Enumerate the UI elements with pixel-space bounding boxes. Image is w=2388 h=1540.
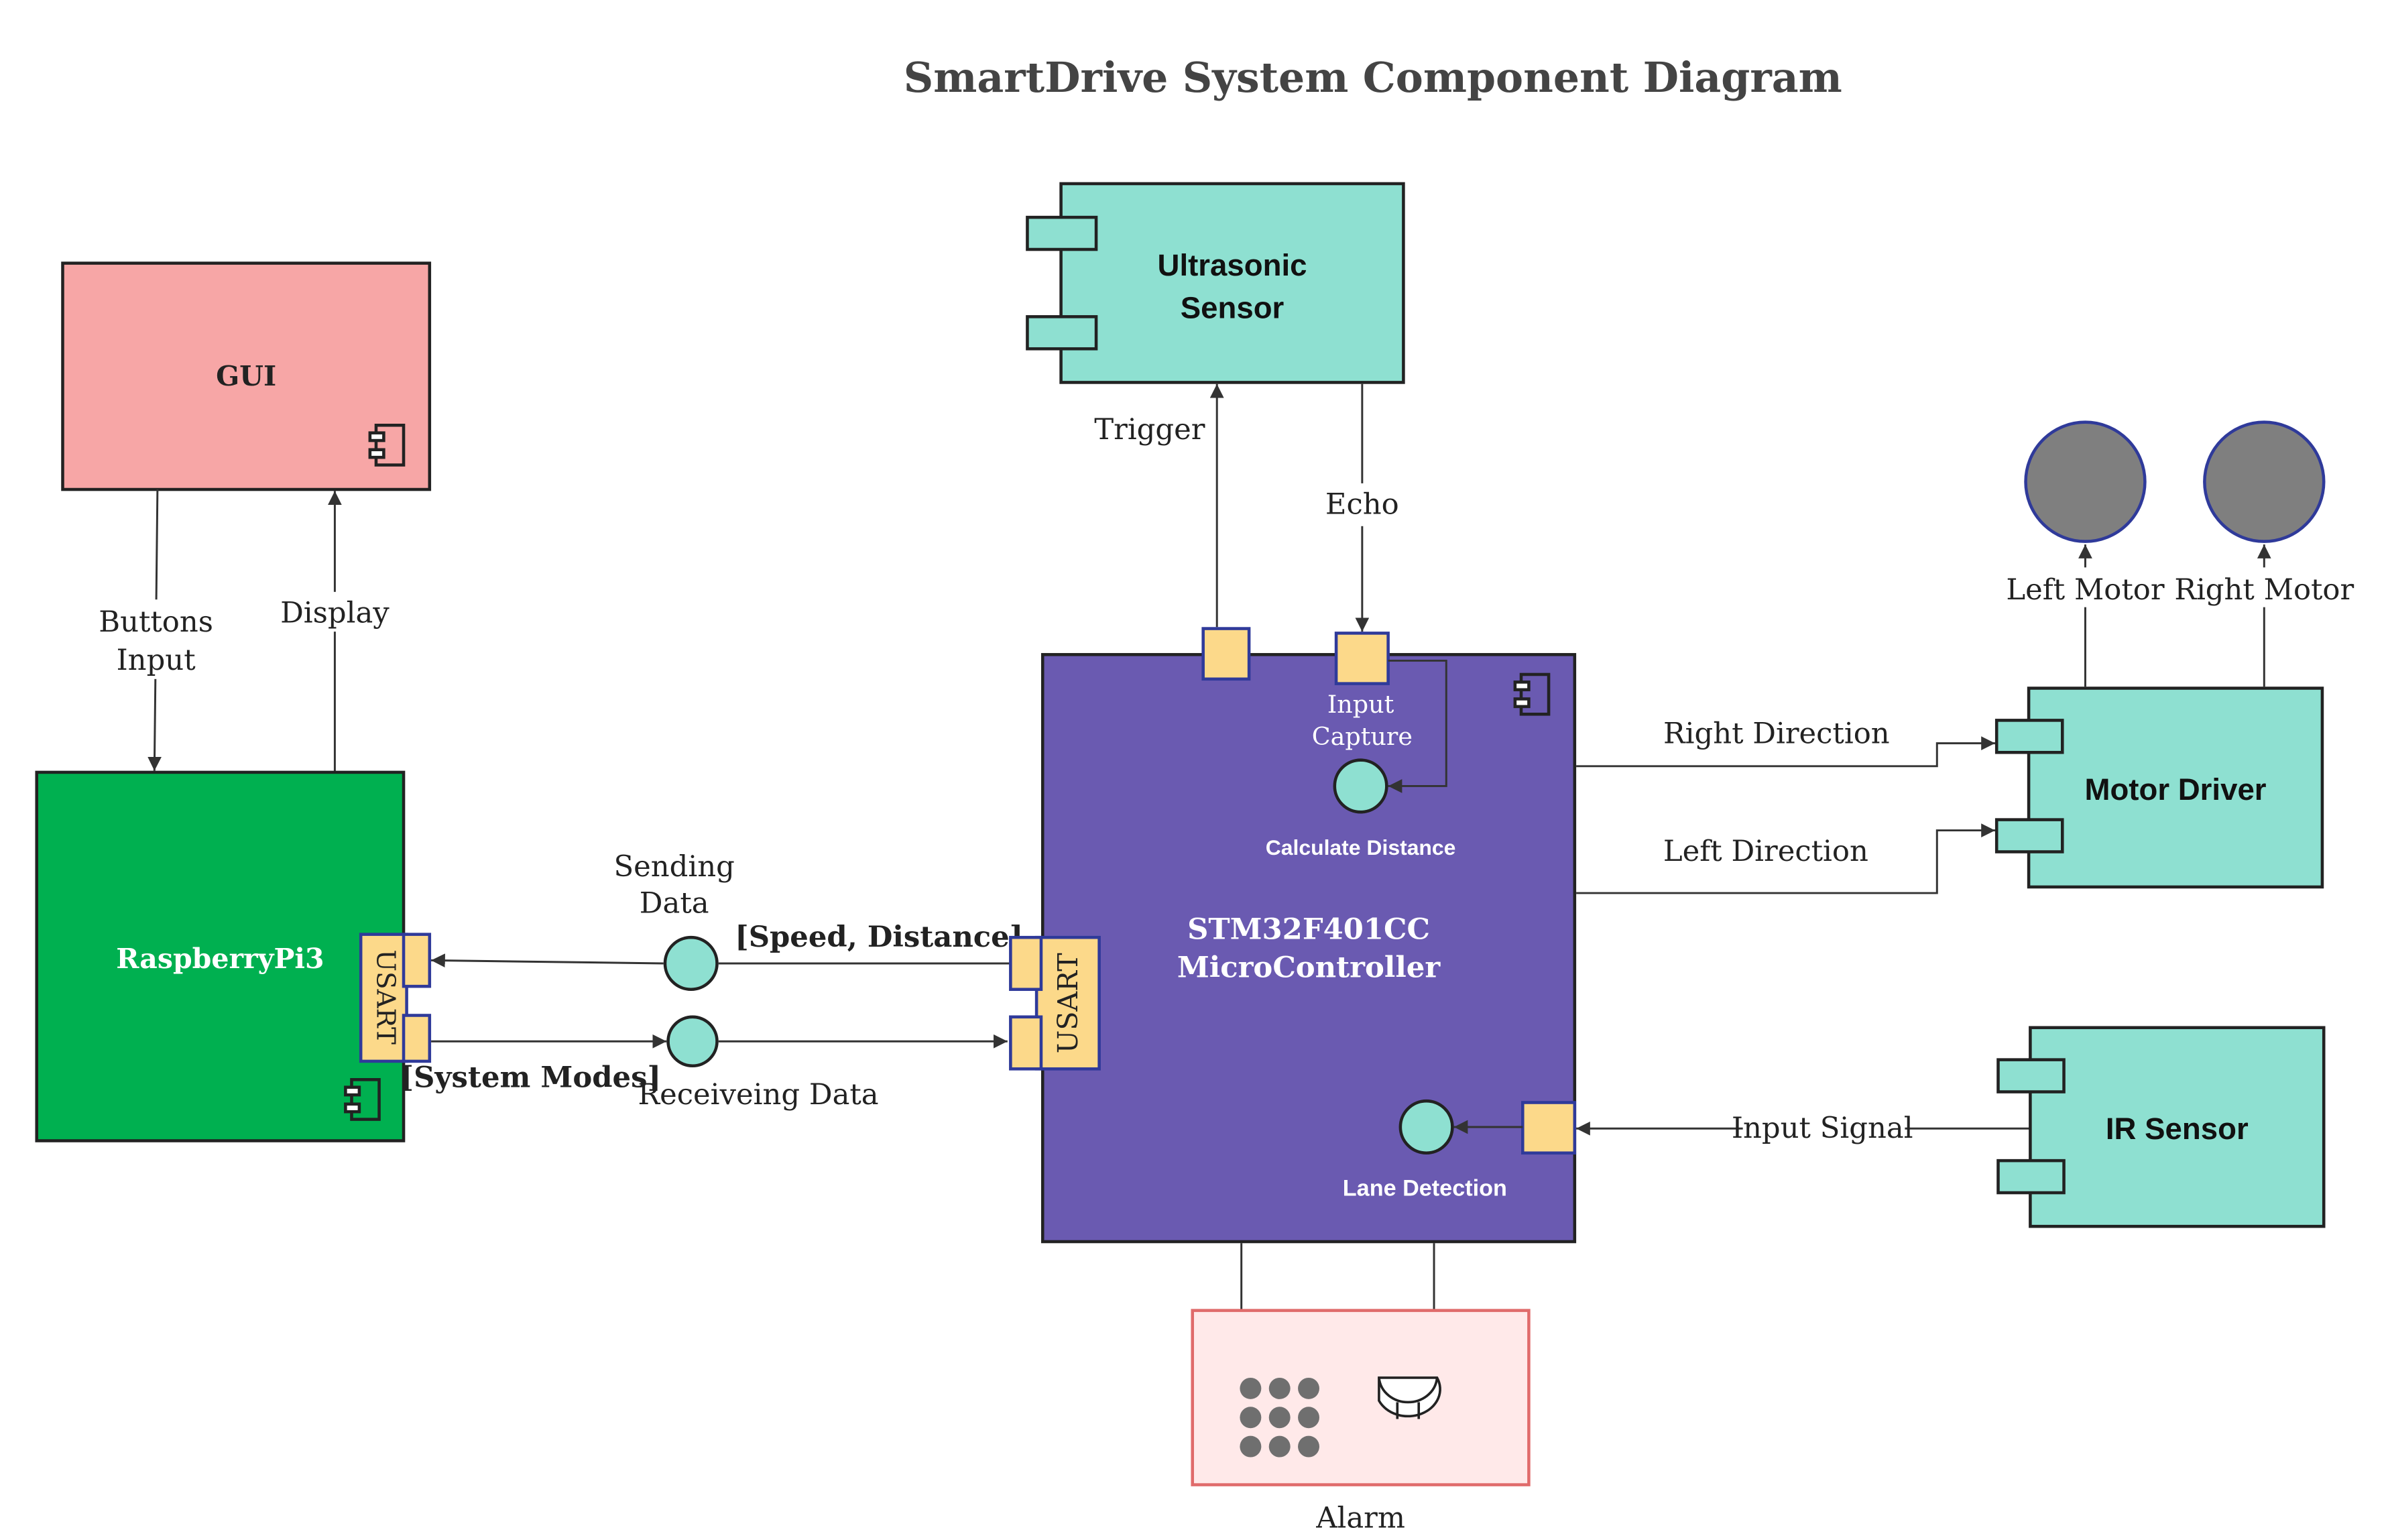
sending-data-label-1: Sending [613,850,734,884]
input-capture-label-1: Input [1327,690,1394,719]
buttons-input-label-2: Input [117,644,196,677]
input-signal-port[interactable] [1521,1101,1577,1155]
right-direction-connector [1576,736,1995,768]
input-capture-port[interactable] [1334,632,1390,685]
ultrasonic-sensor-component[interactable]: Ultrasonic Sensor [1026,182,1405,384]
left-motor-label: Left Motor [2006,573,2165,607]
trigger-label: Trigger [1094,413,1205,447]
input-capture-label-2: Capture [1312,722,1413,751]
calculate-distance-label: Calculate Distance [1266,835,1456,860]
gui-label: GUI [216,359,276,392]
motor-driver-component[interactable]: Motor Driver [1994,687,2324,889]
rpi-usart-port[interactable] [359,933,408,1063]
sending-data-connector-b [431,953,664,968]
speed-distance-label: [Speed, Distance] [735,920,1023,954]
buttons-input-label-1: Buttons [99,605,213,639]
mcu-usart-port[interactable] [1034,935,1101,1071]
left-direction-connector [1576,823,1995,894]
input-signal-label: Input Signal [1732,1112,1913,1145]
gui-component[interactable]: GUI [61,261,432,491]
ir-sensor-component[interactable]: IR Sensor [1996,1026,2326,1228]
display-label: Display [280,596,390,630]
right-motor-label: Right Motor [2174,573,2354,607]
rpi-usart-label: USART [370,949,400,1045]
alarm-label: Alarm [1315,1501,1405,1535]
diagram-title: SmartDrive System Component Diagram [904,53,1842,102]
echo-label: Echo [1325,488,1399,522]
ultrasonic-label-2: Sensor [1181,291,1285,325]
system-modes-label: [System Modes] [400,1061,661,1095]
raspberrypi-label: RaspberryPi3 [116,942,324,975]
ultrasonic-label-1: Ultrasonic [1158,248,1307,282]
receiving-data-interface [666,1015,719,1068]
mcu-label-2: MicroController [1177,950,1441,984]
keypad-icon [1240,1377,1319,1458]
sending-data-label-2: Data [640,887,709,921]
receiving-data-label: Receiveing Data [638,1078,879,1112]
trigger-port[interactable] [1201,627,1251,681]
mcu-component[interactable]: STM32F401CC MicroController Input Captur… [1009,627,1577,1244]
buzzer-icon [1378,1376,1441,1419]
left-motor[interactable] [2024,420,2147,543]
lane-detection-interface [1398,1099,1454,1155]
input-capture-connector [1388,659,1447,793]
mcu-label-1: STM32F401CC [1187,912,1430,946]
right-motor[interactable] [2203,420,2326,543]
raspberrypi-component[interactable]: RaspberryPi3 USART [35,770,432,1142]
left-direction-label: Left Direction [1663,835,1868,868]
lane-detection-label: Lane Detection [1343,1176,1507,1201]
ir-sensor-label: IR Sensor [2106,1112,2249,1146]
right-direction-label: Right Direction [1663,717,1890,751]
motor-driver-label: Motor Driver [2084,772,2266,807]
calculate-distance-interface [1333,758,1388,814]
sending-data-interface [663,935,719,992]
mcu-usart-label: USART [1052,953,1084,1053]
alarm-component[interactable] [1191,1309,1531,1486]
